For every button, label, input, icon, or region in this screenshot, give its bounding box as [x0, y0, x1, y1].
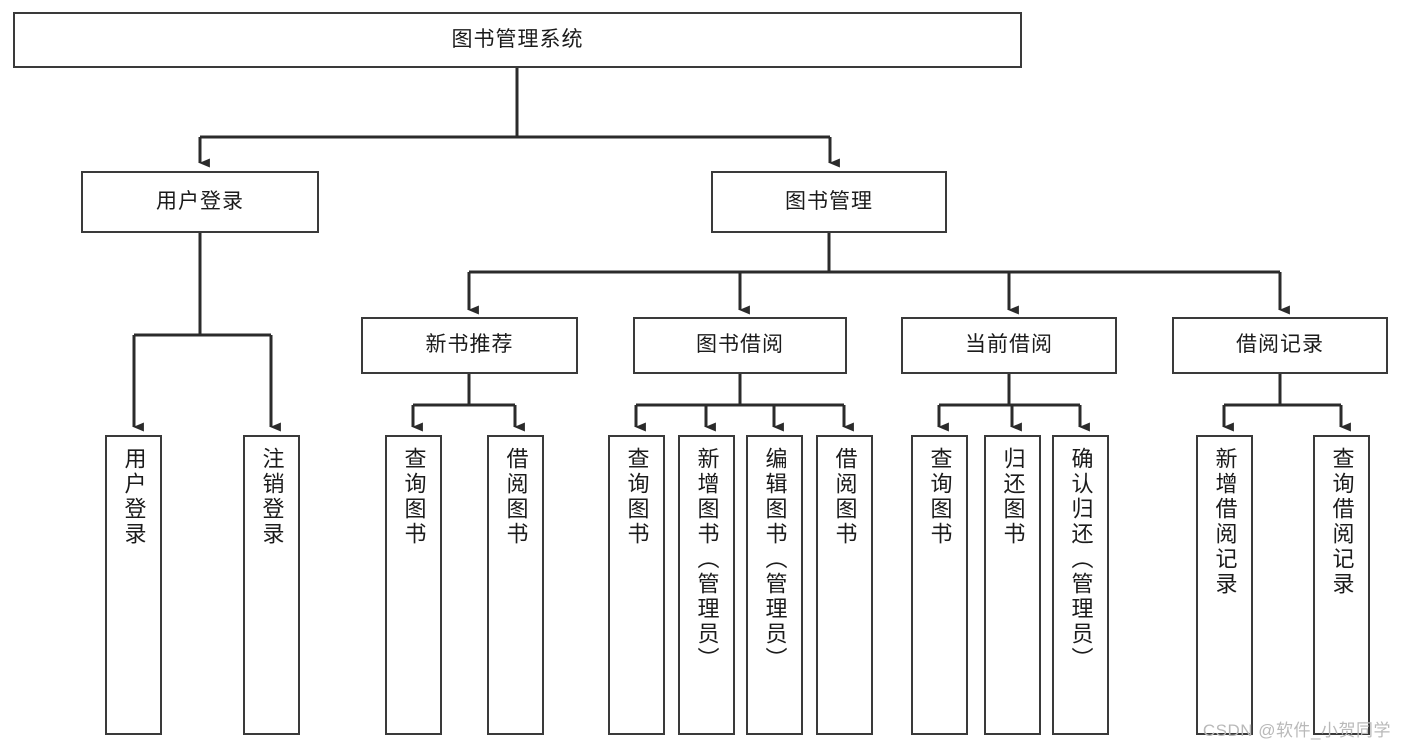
node-label: 借阅图书 [832, 447, 858, 547]
leaf-add-borrow-record[interactable]: 新增借阅记录 [1196, 435, 1253, 735]
leaf-logout[interactable]: 注销登录 [243, 435, 300, 735]
node-label: 图书管理系统 [451, 27, 584, 51]
node-root[interactable]: 图书管理系统 [13, 12, 1022, 68]
node-label: 编辑图书（管理员） [762, 447, 788, 672]
node-label: 借阅记录 [1236, 333, 1324, 357]
node-user-login[interactable]: 用户登录 [81, 171, 319, 233]
node-label: 新增图书（管理员） [694, 447, 720, 672]
leaf-add-book-admin[interactable]: 新增图书（管理员） [678, 435, 735, 735]
node-current-borrow[interactable]: 当前借阅 [901, 317, 1117, 374]
node-label: 查询借阅记录 [1329, 447, 1355, 597]
node-label: 查询图书 [927, 447, 953, 547]
node-label: 新增借阅记录 [1212, 447, 1238, 597]
node-label: 用户登录 [156, 189, 244, 213]
node-label: 用户登录 [121, 447, 147, 547]
node-book-management[interactable]: 图书管理 [711, 171, 947, 233]
leaf-query-borrow-record[interactable]: 查询借阅记录 [1313, 435, 1370, 735]
node-label: 注销登录 [259, 447, 285, 547]
node-label: 当前借阅 [965, 333, 1053, 357]
leaf-query-book-borrow[interactable]: 查询图书 [608, 435, 665, 735]
node-label: 图书管理 [785, 189, 873, 213]
leaf-user-login[interactable]: 用户登录 [105, 435, 162, 735]
node-label: 新书推荐 [425, 333, 514, 357]
leaf-return-book[interactable]: 归还图书 [984, 435, 1041, 735]
leaf-query-book-new[interactable]: 查询图书 [385, 435, 442, 735]
node-label: 归还图书 [1000, 447, 1026, 547]
leaf-edit-book-admin[interactable]: 编辑图书（管理员） [746, 435, 803, 735]
node-label: 查询图书 [624, 447, 650, 547]
leaf-borrow-book[interactable]: 借阅图书 [816, 435, 873, 735]
watermark: CSDN @软件_小贺同学 [1202, 721, 1391, 740]
leaf-confirm-return-admin[interactable]: 确认归还（管理员） [1052, 435, 1109, 735]
node-label: 查询图书 [401, 447, 427, 547]
node-book-borrow[interactable]: 图书借阅 [633, 317, 847, 374]
node-label: 图书借阅 [696, 333, 784, 357]
node-borrow-records[interactable]: 借阅记录 [1172, 317, 1388, 374]
node-label: 借阅图书 [503, 447, 529, 547]
leaf-borrow-book-new[interactable]: 借阅图书 [487, 435, 544, 735]
node-new-book-recommend[interactable]: 新书推荐 [361, 317, 578, 374]
node-label: 确认归还（管理员） [1068, 447, 1094, 672]
leaf-query-book-current[interactable]: 查询图书 [911, 435, 968, 735]
